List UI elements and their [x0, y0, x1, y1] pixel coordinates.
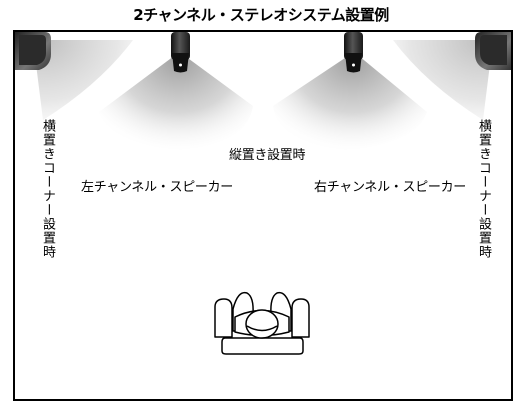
left-corner-speaker-icon — [15, 32, 51, 70]
left-speaker-icon — [171, 32, 190, 73]
right-corner-dispersion — [393, 40, 493, 120]
left-corner-dispersion — [33, 40, 133, 120]
right-speaker-dispersion — [273, 56, 427, 150]
right-speaker-icon — [344, 32, 363, 73]
room-outline: 縦置き設置時 左チャンネル・スピーカー 右チャンネル・スピーカー 横置きコーナー… — [13, 30, 513, 401]
left-corner-label: 横置きコーナー設置時 — [40, 119, 55, 259]
room-diagram — [15, 32, 511, 355]
vertical-install-label: 縦置き設置時 — [229, 148, 306, 163]
diagram-title: 2チャンネル・ステレオシステム設置例 — [133, 6, 389, 24]
right-speaker-label: 右チャンネル・スピーカー — [314, 180, 467, 195]
right-corner-speaker-icon — [475, 32, 511, 70]
left-speaker-dispersion — [99, 56, 253, 150]
listener-sofa-icon — [214, 291, 310, 355]
right-corner-label: 横置きコーナー設置時 — [476, 119, 491, 259]
left-speaker-label: 左チャンネル・スピーカー — [81, 180, 234, 195]
